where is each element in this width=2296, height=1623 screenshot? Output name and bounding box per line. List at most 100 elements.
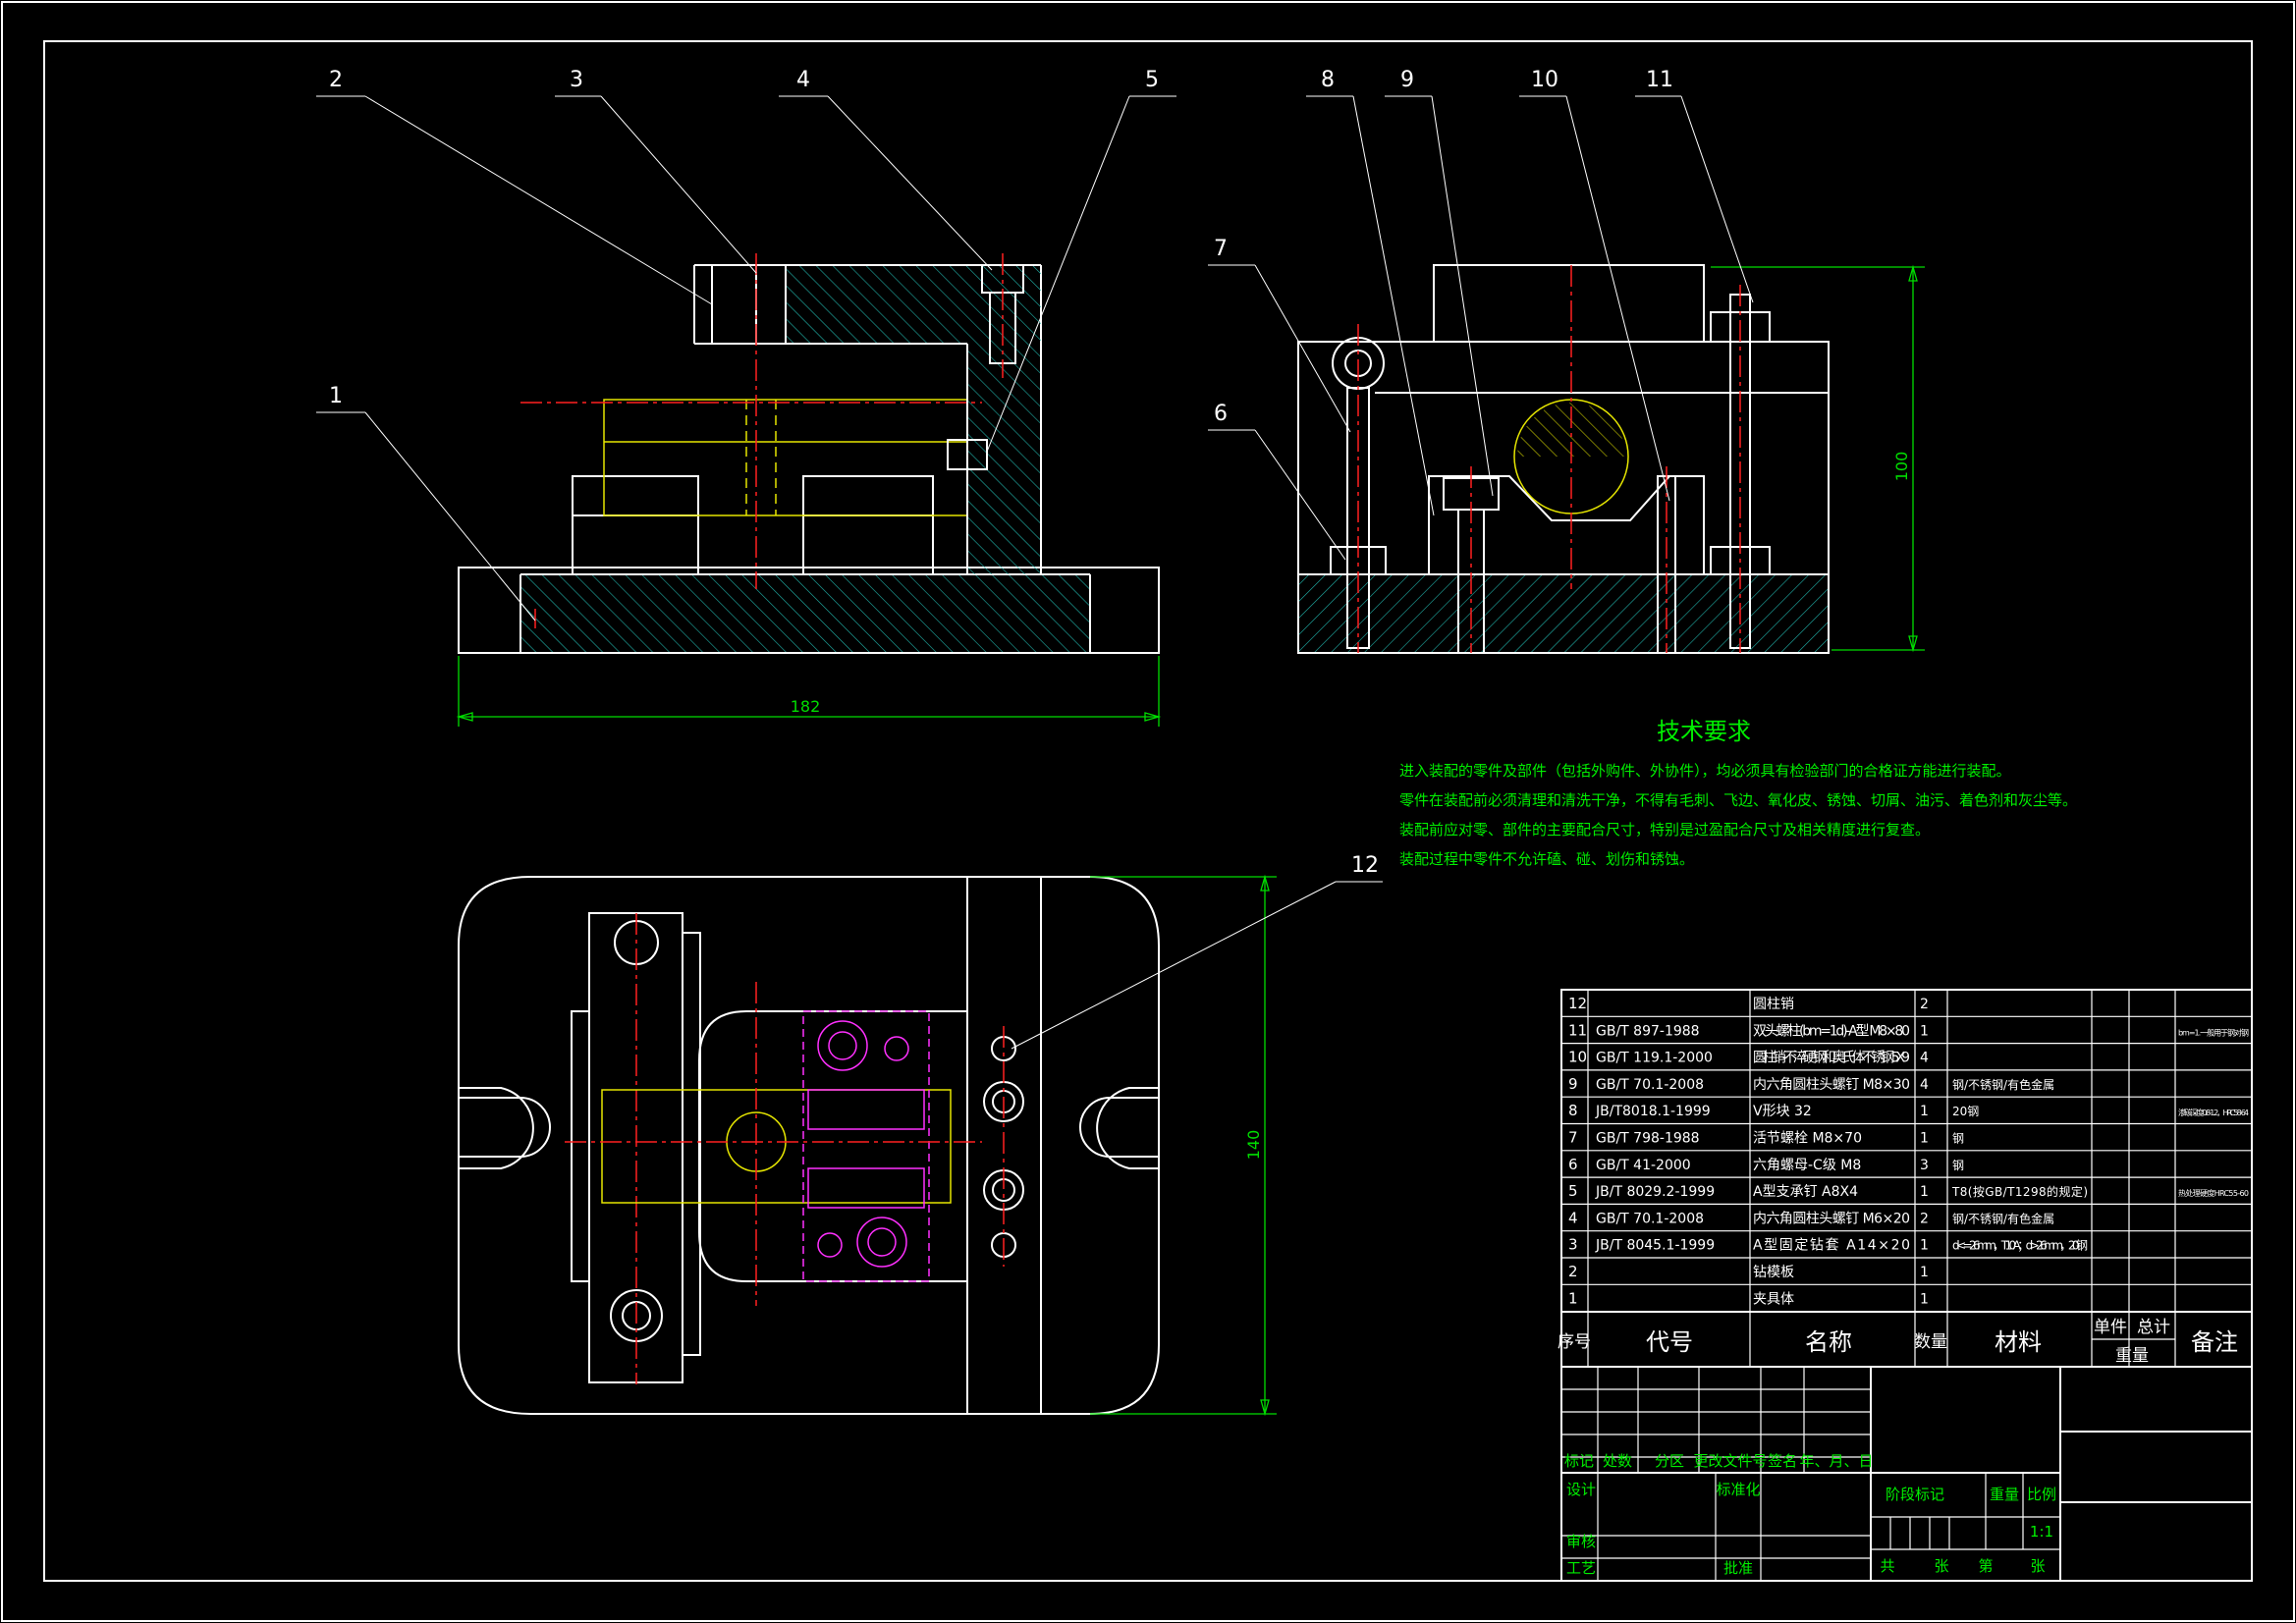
balloon-11: 11	[1646, 68, 1673, 92]
tb-std: 标准化	[1716, 1481, 1760, 1498]
tb-stage: 阶段标记	[1886, 1486, 1944, 1503]
bom-cell-code: GB/T 798-1988	[1596, 1131, 1700, 1147]
technical-requirements: 技术要求 进入装配的零件及部件（包括外购件、外协件），均必须具有检验部门的合格证…	[1399, 718, 2077, 868]
bom-cell-code: GB/T 70.1-2008	[1596, 1211, 1704, 1226]
tb-process: 工艺	[1566, 1559, 1596, 1577]
top-base-outline	[458, 876, 1160, 1415]
side-top-plate	[1433, 264, 1705, 343]
tb-sign: 签名	[1768, 1452, 1797, 1470]
v-screw-head	[856, 1217, 907, 1268]
bom-cell-name: V形块 32	[1753, 1104, 1812, 1119]
bom-cell-no: 2	[1568, 1263, 1578, 1280]
workpiece-hatch	[1517, 403, 1625, 457]
bom-cell-name: A型固定钻套 A14×20	[1753, 1238, 1910, 1254]
tech-req-line-1: 进入装配的零件及部件（包括外购件、外协件），均必须具有检验部门的合格证方能进行装…	[1399, 762, 2011, 780]
tech-req-line-2: 零件在装配前必须清理和清洗干净，不得有毛刺、飞边、氧化皮、锈蚀、切屑、油污、着色…	[1399, 791, 2077, 809]
balloon-5: 5	[1145, 68, 1159, 92]
tb-count: 处数	[1603, 1452, 1632, 1470]
u-slot-left-outer	[459, 1087, 534, 1169]
bom-cell-no: 10	[1568, 1049, 1587, 1066]
bom-cell-code: GB/T 41-2000	[1596, 1158, 1691, 1173]
v-screw-head	[817, 1020, 868, 1071]
bom-frame	[1560, 989, 2253, 1368]
dim-width: 182	[791, 697, 821, 716]
bom-cell-mat: 20钢	[1952, 1105, 1979, 1118]
hdr-code: 代号	[1646, 1328, 1693, 1356]
dim-top-height: 140	[1244, 1130, 1263, 1161]
tb-sheets: 张	[1934, 1557, 1948, 1575]
tb-review: 审核	[1566, 1533, 1596, 1550]
bom-cell-code: GB/T 897-1988	[1596, 1023, 1700, 1039]
hdr-no: 序号	[1558, 1332, 1591, 1352]
bom-cell-no: 11	[1568, 1021, 1587, 1039]
balloon-6: 6	[1214, 402, 1228, 426]
hdr-weight: 重量	[2115, 1346, 2149, 1366]
balloon-7: 7	[1214, 237, 1228, 261]
bom-cell-mat: 钢	[1952, 1132, 1964, 1146]
dim-arrow	[1908, 264, 1918, 653]
hdr-unit: 单件	[2094, 1318, 2127, 1337]
bom-cell-qty: 3	[1920, 1158, 1929, 1173]
hdr-qty: 数量	[1914, 1332, 1947, 1352]
bom-cell-qty: 4	[1920, 1077, 1929, 1093]
bom-cell-name: 六角螺母-C级 M8	[1753, 1158, 1861, 1173]
v-screw-hole	[828, 1031, 857, 1060]
tb-design: 设计	[1566, 1481, 1596, 1498]
bom-cell-code: GB/T 70.1-2008	[1596, 1077, 1704, 1093]
tb-zone: 分区	[1655, 1452, 1684, 1470]
v-pin	[884, 1036, 909, 1061]
tb-total: 共	[1880, 1557, 1894, 1575]
bom-cell-mat: d<=26mm，T10A；d>26mm，20钢	[1952, 1239, 2088, 1253]
v-pin	[817, 1232, 843, 1258]
support-pin	[947, 439, 988, 470]
inner-border	[43, 40, 2253, 1582]
clamp-edge	[571, 1010, 590, 1282]
tb-approve: 批准	[1723, 1559, 1753, 1577]
bom-grid	[1561, 990, 2252, 1367]
bom-cell-qty: 1	[1920, 1184, 1929, 1200]
balloon-12: 12	[1351, 853, 1379, 878]
bom-cell-name: 活节螺栓 M8×70	[1753, 1131, 1862, 1147]
bom-cell-mat: 钢/不锈钢/有色金属	[1952, 1211, 2054, 1225]
bom-cell-note: 渗碳深度0.8-1.2，HRC58-64	[2178, 1108, 2249, 1117]
bom-cell-no: 1	[1568, 1289, 1578, 1307]
top-view: 140	[458, 874, 1277, 1417]
balloon-10: 10	[1531, 68, 1558, 92]
bom-cell-note: bm=1.一般用于钢对钢	[2178, 1027, 2249, 1037]
balloon-8: 8	[1321, 68, 1335, 92]
tech-req-line-4: 装配过程中零件不允许磕、碰、划伤和锈蚀。	[1399, 850, 1694, 868]
workpiece-section	[603, 399, 968, 516]
bom-cell-mat: T8(按GB/T1298的规定)	[1951, 1184, 2088, 1199]
clamp-edge	[682, 932, 701, 1356]
tb-scale: 比例	[2027, 1486, 2056, 1503]
title-block: 标记 处数 分区 更改文件号 签名 年、月、日 设计 标准化 阶段标记 重量 比…	[1560, 1366, 2253, 1582]
bom-cell-qty: 2	[1920, 1211, 1929, 1226]
bom-cell-no: 12	[1568, 995, 1587, 1012]
tech-req-title: 技术要求	[1657, 718, 1751, 745]
balloon-2: 2	[329, 68, 343, 92]
bom-cell-code: JB/T 8045.1-1999	[1595, 1238, 1715, 1254]
bom-cell-qty: 4	[1920, 1051, 1929, 1066]
tb-mark: 标记	[1564, 1452, 1594, 1470]
bom-cell-qty: 1	[1920, 1238, 1929, 1254]
tb-weight: 重量	[1990, 1486, 2019, 1503]
bom-cell-no: 5	[1568, 1182, 1578, 1200]
workpiece-top	[601, 1089, 952, 1204]
hdr-note: 备注	[2191, 1328, 2238, 1356]
balloon-4: 4	[796, 68, 810, 92]
front-view: 182	[456, 253, 1162, 727]
bom-cell-no: 9	[1568, 1075, 1578, 1093]
bom-cell-qty: 1	[1920, 1291, 1929, 1307]
side-view: 100	[1297, 264, 1925, 654]
balloon-1: 1	[329, 384, 343, 408]
bom-cell-code: JB/T8018.1-1999	[1595, 1104, 1711, 1119]
bom-cell-name: 夹具体	[1753, 1291, 1794, 1307]
bom-cell-name: A型支承钉 A8X4	[1753, 1184, 1858, 1200]
bom-cell-code: JB/T 8029.2-1999	[1595, 1184, 1715, 1200]
bom-cell-qty: 1	[1920, 1104, 1929, 1119]
base-outline	[458, 567, 1160, 654]
v-block-hidden	[802, 1010, 930, 1282]
dim-height: 100	[1892, 452, 1911, 482]
